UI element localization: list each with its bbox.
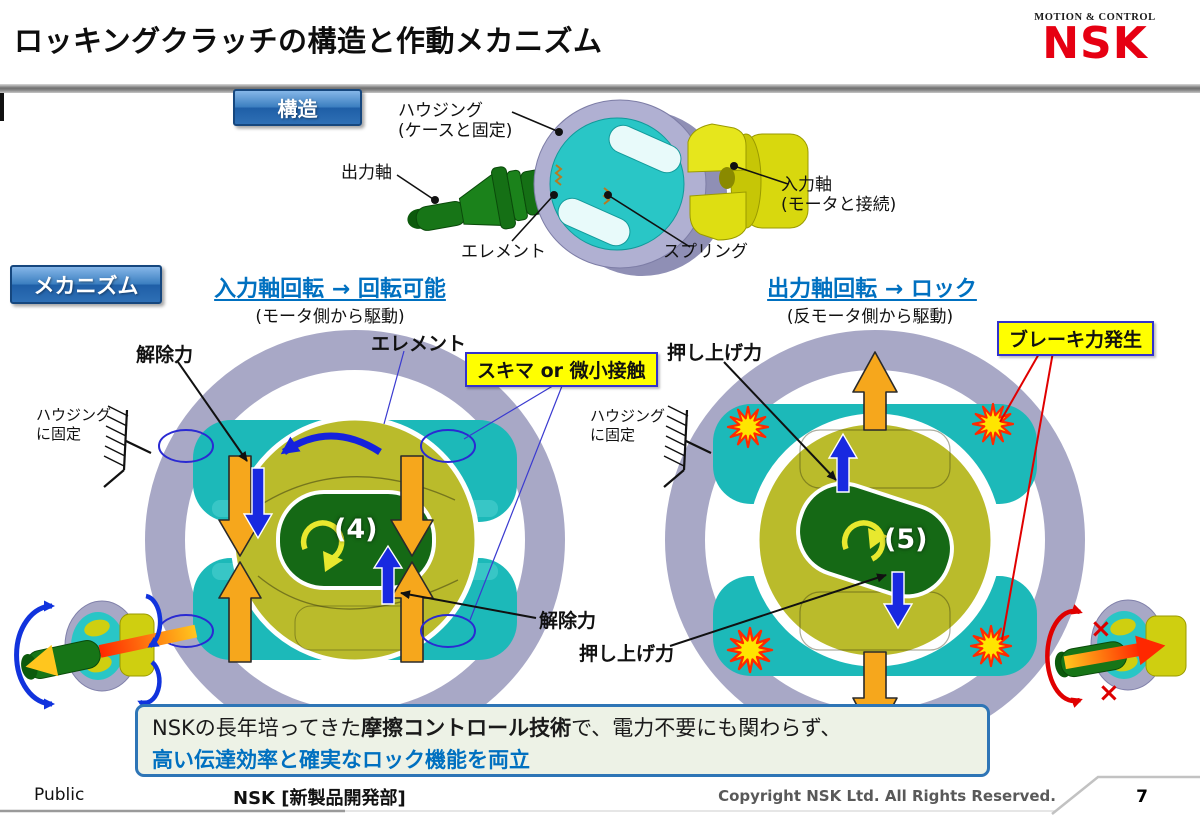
rotation-blocked-arrow	[1045, 604, 1083, 708]
element-label: エレメント	[461, 242, 546, 262]
gap-callout-lines	[383, 350, 563, 621]
summary-line2: 高い伝達効率と確実なロック機能を両立	[152, 747, 530, 772]
spring-coil	[602, 187, 611, 205]
left-mechanism-subtitle: (モータ側から駆動)	[255, 307, 405, 327]
left-mechanism-title: 入力軸回転 → 回転可能	[214, 277, 446, 302]
step-number-4: (4)	[334, 514, 378, 545]
nsk-logo: MOTION & CONTROL NSK	[1030, 12, 1160, 65]
torque-in-arrow	[1135, 635, 1166, 666]
summary-line1: NSKの長年培ってきた摩擦コントロール技術で、電力不要にも関わらず、	[152, 716, 842, 740]
input-shaft-label: 入力軸 (モータと接続)	[781, 175, 897, 216]
input-shaft-3d	[687, 123, 809, 241]
push-up-force-arrows	[827, 432, 914, 630]
free-rotation-icon	[14, 593, 198, 711]
rotation-direction-arrow	[280, 432, 382, 455]
brake-callout-lines	[999, 351, 1054, 641]
structure-callout-lines	[396, 111, 789, 248]
callout-dots	[431, 128, 738, 204]
force-callout-lines	[177, 361, 537, 619]
release-force-bottom-label: 解除力	[539, 610, 597, 632]
housing-3d	[533, 99, 727, 276]
push-force-bottom-label: 押し上げ力	[579, 643, 675, 665]
logo-tagline: MOTION & CONTROL	[1034, 12, 1156, 23]
right-mechanism-subtitle: (反モータ側から駆動)	[786, 307, 954, 327]
rotation-arrow-4	[300, 520, 345, 562]
step-number-5: (5)	[884, 524, 928, 555]
housing-label: ハウジング (ケースと固定)	[398, 101, 513, 142]
rotation-arrow-5	[841, 520, 886, 562]
output-shaft-label: 出力軸	[341, 163, 392, 183]
fixed-to-housing-left-label: ハウジング に固定	[36, 406, 112, 443]
mechanism-badge: メカニズム	[10, 265, 162, 304]
locked-icon	[1045, 599, 1187, 708]
rotation-ok-arrow	[14, 600, 55, 710]
element-mech-label: エレメント	[371, 333, 467, 355]
footer-department: NSK [新製品開発部]	[233, 788, 406, 809]
spring-coil	[554, 164, 563, 186]
release-force-arrows	[242, 467, 404, 605]
release-force-top-label: 解除力	[136, 344, 194, 366]
spring-label: スプリング	[663, 242, 748, 262]
fixed-support-symbol-left	[103, 405, 152, 488]
summary-box: NSKの長年培ってきた摩擦コントロール技術で、電力不要にも関わらず、 高い伝達効…	[135, 704, 990, 777]
blocked-x-bottom: ×	[1098, 678, 1120, 708]
footer-rule	[0, 775, 1200, 815]
gap-note-box: スキマ or 微小接触	[465, 352, 658, 387]
push-force-top-label: 押し上げ力	[667, 342, 763, 364]
footer-classification: Public	[34, 785, 85, 805]
mechanism-left-diagram	[103, 330, 565, 750]
fixed-to-housing-right-label: ハウジング に固定	[590, 407, 666, 444]
structure-badge: 構造	[233, 89, 362, 126]
force-callout-lines	[669, 361, 887, 647]
blocked-x-top: ×	[1090, 614, 1112, 644]
title-divider-bar	[0, 84, 1200, 93]
spring-force-arrows	[218, 455, 434, 663]
structure-diagram	[396, 99, 809, 276]
fixed-support-symbol-right	[663, 405, 712, 488]
edge-tick	[0, 93, 4, 121]
right-mechanism-title: 出力軸回転 → ロック	[767, 277, 977, 302]
logo-brand: NSK	[1042, 18, 1148, 69]
brake-note-box: ブレーキ力発生	[997, 321, 1155, 356]
footer-copyright: Copyright NSK Ltd. All Rights Reserved.	[718, 787, 1056, 805]
footer-page-number: 7	[1136, 787, 1148, 807]
page-title: ロッキングクラッチの構造と作動メカニズム	[14, 24, 603, 58]
mechanism-right-diagram	[663, 330, 1085, 750]
